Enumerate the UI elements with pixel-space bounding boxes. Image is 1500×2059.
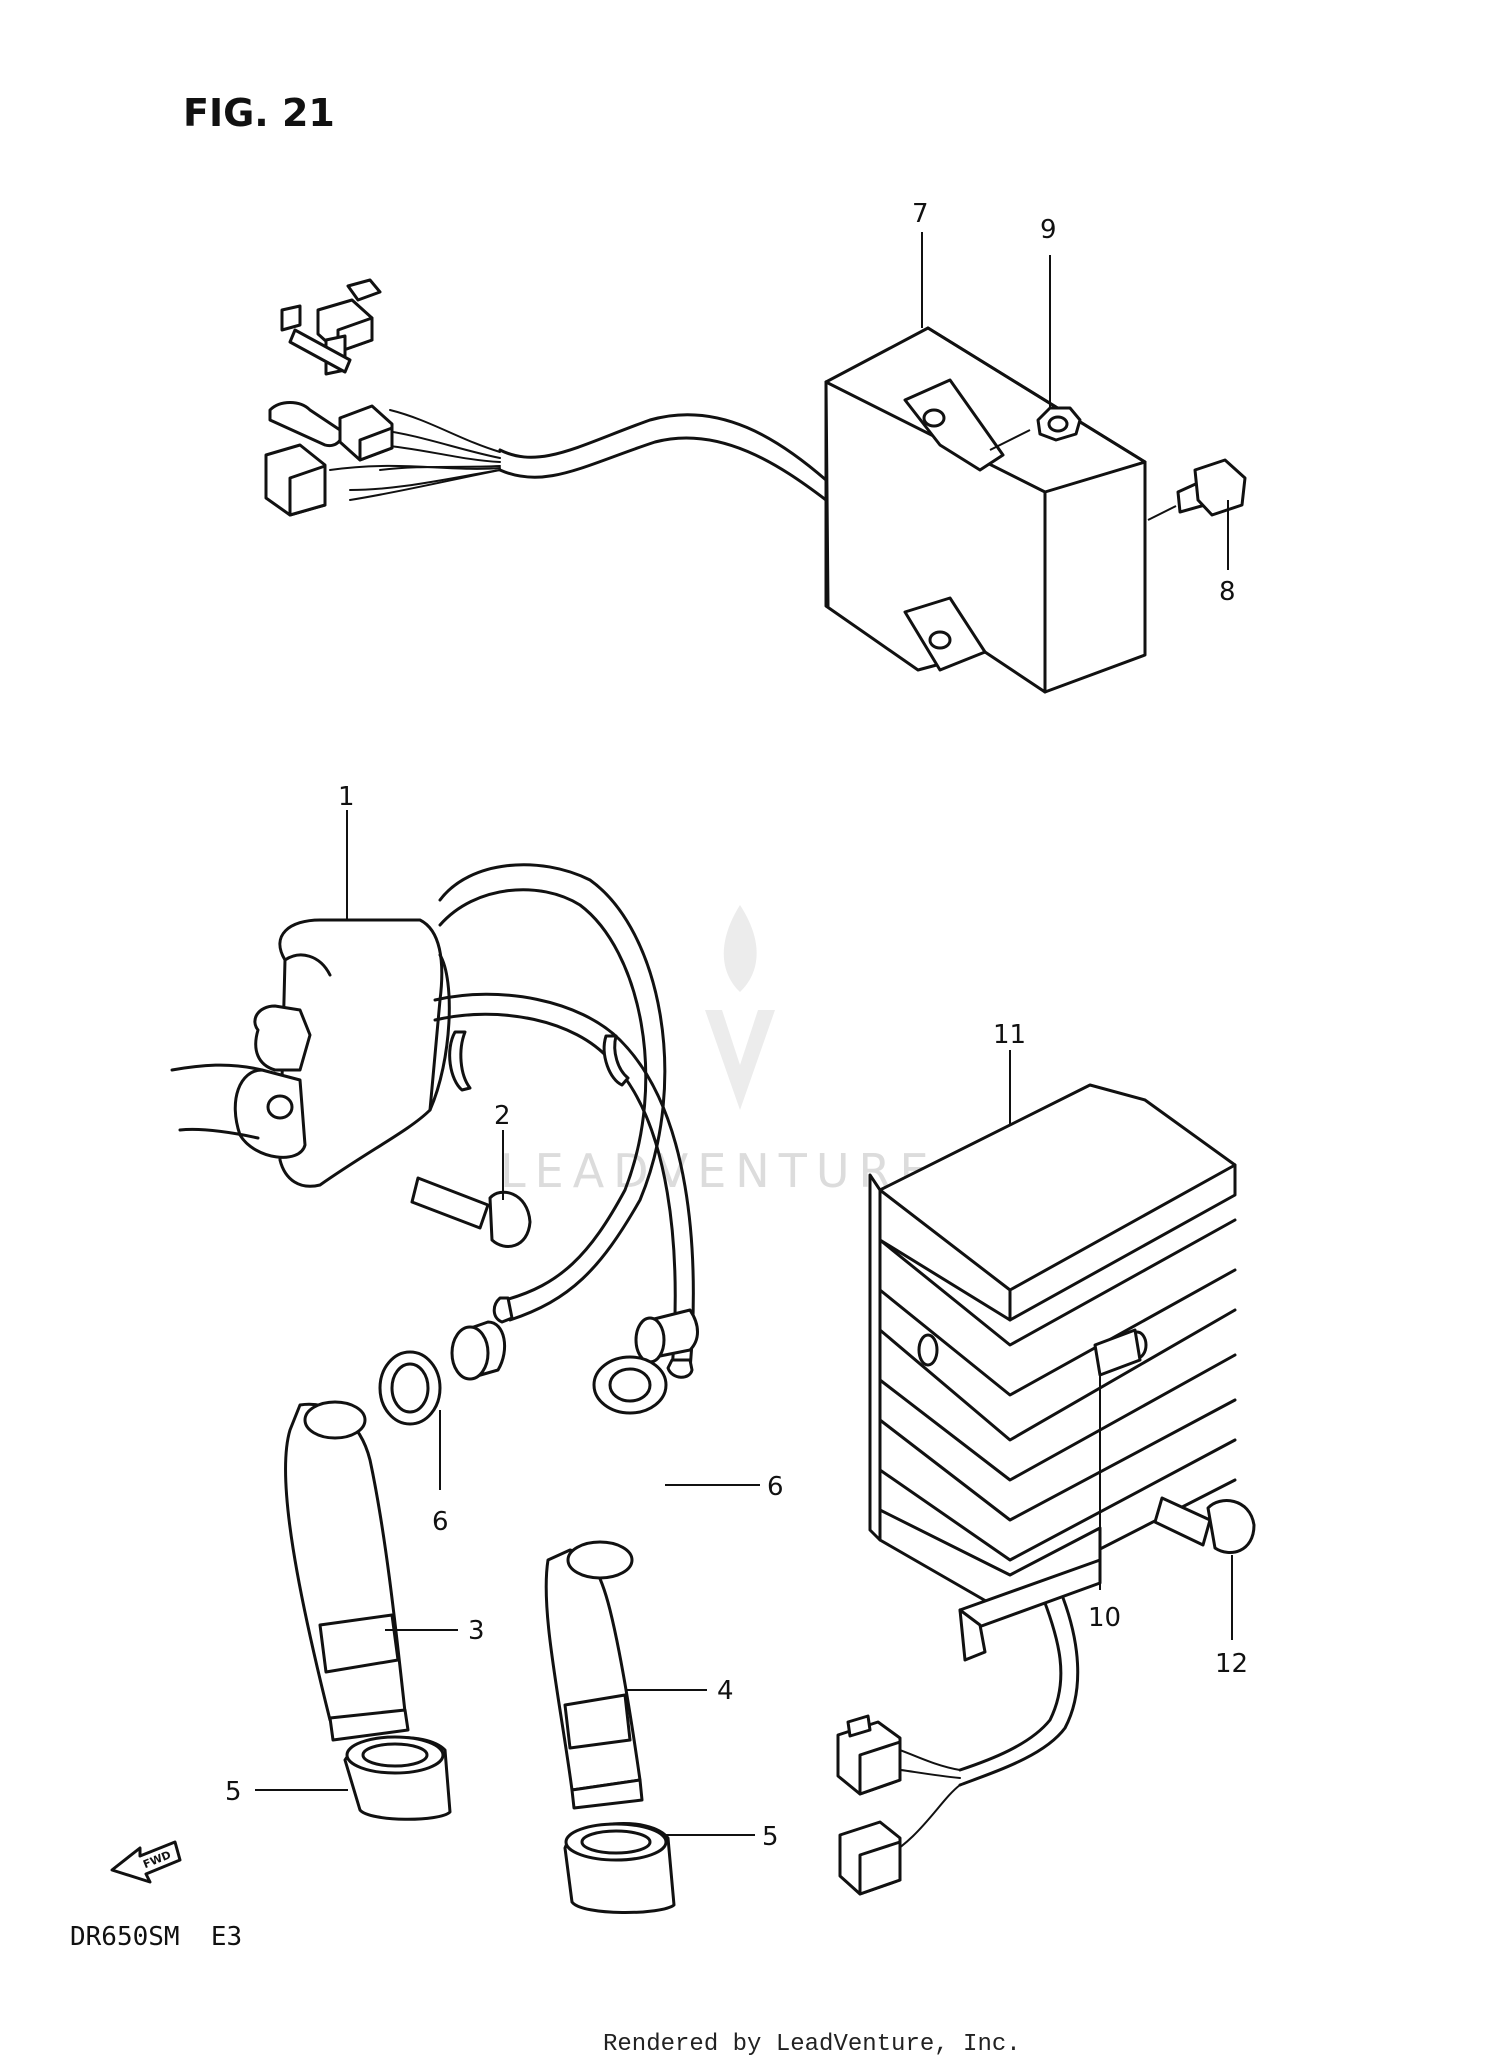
bracket[interactable] xyxy=(958,1328,1142,1662)
regulator-rectifier[interactable] xyxy=(836,1083,1237,1896)
render-credit: Rendered by LeadVenture, Inc. xyxy=(603,2031,1021,2058)
callout-12: 12 xyxy=(1215,1649,1248,1679)
plug-cap-seal-left[interactable] xyxy=(378,1320,507,1426)
nut[interactable] xyxy=(989,406,1082,451)
bolt[interactable] xyxy=(1147,458,1247,521)
figure-title: FIG. 21 xyxy=(183,91,335,135)
callout-4: 4 xyxy=(717,1676,734,1706)
leadventure-flame-icon xyxy=(705,905,775,1110)
callout-9: 9 xyxy=(1040,215,1057,245)
plug-cap-seal-right[interactable] xyxy=(592,1308,699,1415)
callout-6b: 6 xyxy=(767,1472,784,1502)
fwd-arrow-icon: FWD xyxy=(110,1840,182,1884)
ignition-coil[interactable] xyxy=(170,863,695,1379)
callout-5a: 5 xyxy=(225,1777,242,1807)
callout-8: 8 xyxy=(1219,577,1236,607)
callout-leaders xyxy=(255,232,1233,1836)
watermark-text: LEADVENTURE xyxy=(500,1144,938,1198)
model-code: DR650SM E3 xyxy=(70,1922,242,1952)
watermark: LEADVENTURE xyxy=(500,905,938,1198)
callout-11: 11 xyxy=(993,1020,1026,1050)
callout-7: 7 xyxy=(912,199,929,229)
cap-cover-right[interactable] xyxy=(563,1821,676,1914)
callout-2: 2 xyxy=(494,1101,511,1131)
cap-cover-left[interactable] xyxy=(343,1735,452,1821)
callout-3: 3 xyxy=(468,1616,485,1646)
plug-cap-right[interactable] xyxy=(544,1540,644,1810)
callout-6a: 6 xyxy=(432,1507,449,1537)
ignitor-unit[interactable] xyxy=(264,278,1147,694)
plug-cap-left[interactable] xyxy=(284,1400,410,1742)
callout-5b: 5 xyxy=(762,1822,779,1852)
callout-10: 10 xyxy=(1088,1603,1121,1633)
callout-1: 1 xyxy=(338,782,355,812)
callouts: 1 2 3 4 5 5 6 6 7 8 9 10 11 12 xyxy=(225,199,1248,1852)
bolt-regulator[interactable] xyxy=(1153,1496,1256,1554)
